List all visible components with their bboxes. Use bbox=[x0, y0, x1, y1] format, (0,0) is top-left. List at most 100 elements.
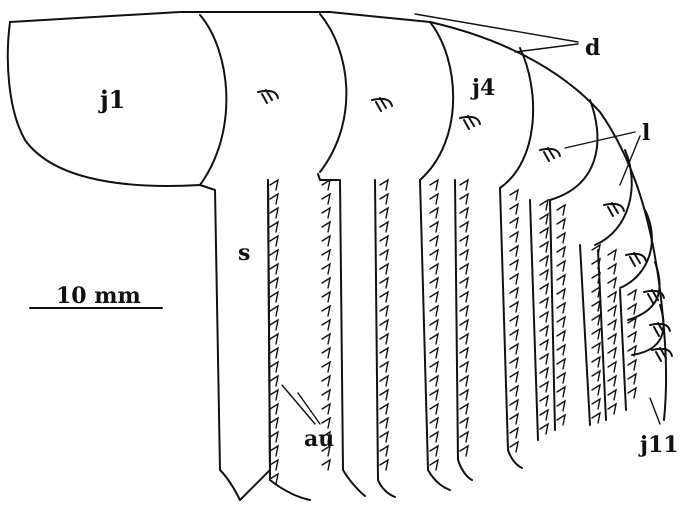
seta-tooth bbox=[430, 376, 438, 386]
seta-tooth bbox=[460, 334, 468, 344]
hook-mark bbox=[604, 203, 624, 216]
seta-tooth bbox=[460, 222, 468, 232]
seta-tooth bbox=[270, 236, 278, 246]
hook-mark bbox=[650, 323, 670, 336]
seta-tooth bbox=[380, 264, 388, 274]
seta-tooth bbox=[592, 357, 600, 367]
seta-tooth bbox=[608, 404, 616, 414]
seta-tooth bbox=[592, 329, 600, 339]
spur-s bbox=[200, 180, 270, 500]
seta-tooth bbox=[540, 256, 548, 266]
seta-tooth bbox=[430, 208, 438, 218]
seta-tooth bbox=[270, 292, 278, 302]
seta-tooth bbox=[430, 180, 438, 190]
leader-l-1 bbox=[565, 132, 635, 148]
seta-tooth bbox=[540, 312, 548, 322]
seta-tooth bbox=[557, 373, 565, 383]
seta-tooth bbox=[380, 418, 388, 428]
seta-tooth bbox=[322, 376, 330, 386]
seta-tooth bbox=[322, 278, 330, 288]
hook-marks bbox=[258, 90, 672, 361]
seta-tooth bbox=[557, 233, 565, 243]
seta-tooth bbox=[608, 250, 616, 260]
seta-tooth bbox=[380, 306, 388, 316]
limb-strip bbox=[268, 180, 310, 500]
seta-tooth bbox=[270, 376, 278, 386]
seta-tooth bbox=[540, 340, 548, 350]
seta-tooth bbox=[270, 208, 278, 218]
seta-tooth bbox=[608, 390, 616, 400]
seta-tooth bbox=[460, 390, 468, 400]
seta-tooth bbox=[430, 194, 438, 204]
seta-tooth bbox=[380, 222, 388, 232]
seta-tooth bbox=[270, 446, 278, 456]
seta-tooth bbox=[430, 222, 438, 232]
seta-tooth bbox=[628, 374, 636, 384]
seta-tooth bbox=[380, 208, 388, 218]
seta-tooth bbox=[380, 446, 388, 456]
seta-tooth bbox=[430, 460, 438, 470]
scale-bar-label: 10 mm bbox=[56, 283, 141, 309]
seta-tooth bbox=[608, 264, 616, 274]
seta-tooth bbox=[628, 388, 636, 398]
seta-tooth bbox=[380, 250, 388, 260]
seta-tooth bbox=[270, 404, 278, 414]
seta-tooth bbox=[540, 368, 548, 378]
seta-tooth bbox=[608, 278, 616, 288]
seta-tooth bbox=[270, 306, 278, 316]
seta-tooth bbox=[322, 264, 330, 274]
hook-mark bbox=[258, 90, 278, 103]
seta-tooth bbox=[460, 446, 468, 456]
seta-tooth bbox=[510, 204, 518, 214]
seta-tooth bbox=[460, 278, 468, 288]
seta-tooth bbox=[540, 326, 548, 336]
seta-tooth bbox=[557, 331, 565, 341]
seta-tooth bbox=[510, 414, 518, 424]
seta-tooth bbox=[557, 275, 565, 285]
seta-tooth bbox=[592, 385, 600, 395]
seta-tooth bbox=[608, 320, 616, 330]
seta-tooth bbox=[557, 303, 565, 313]
limb-strip bbox=[375, 180, 395, 497]
label-s: s bbox=[238, 240, 250, 266]
seta-tooth bbox=[628, 304, 636, 314]
seta-tooth bbox=[270, 390, 278, 400]
seta-tooth bbox=[430, 264, 438, 274]
seta-tooth bbox=[380, 404, 388, 414]
seta-tooth bbox=[380, 194, 388, 204]
seta-tooth bbox=[460, 348, 468, 358]
seta-tooth bbox=[460, 264, 468, 274]
seta-tooth bbox=[540, 200, 548, 210]
seta-tooth bbox=[380, 460, 388, 470]
seta-tooth bbox=[510, 260, 518, 270]
seta-tooth bbox=[270, 460, 278, 470]
seta-tooth bbox=[380, 432, 388, 442]
seta-tooth bbox=[540, 284, 548, 294]
seta-tooth bbox=[628, 290, 636, 300]
seta-tooth bbox=[540, 424, 548, 434]
seta-tooth bbox=[322, 334, 330, 344]
seta-tooth bbox=[430, 306, 438, 316]
seta-tooth bbox=[460, 250, 468, 260]
seta-tooth bbox=[380, 390, 388, 400]
seta-tooth bbox=[592, 259, 600, 269]
hook-mark bbox=[626, 253, 646, 266]
seta-tooth bbox=[608, 362, 616, 372]
seta-tooth bbox=[510, 400, 518, 410]
seta-tooth bbox=[322, 460, 330, 470]
segment-boundary bbox=[420, 22, 453, 180]
seta-tooth bbox=[608, 306, 616, 316]
seta-tooth bbox=[540, 410, 548, 420]
seta-tooth bbox=[592, 343, 600, 353]
seta-tooth bbox=[557, 345, 565, 355]
hook-mark bbox=[540, 148, 560, 161]
label-d: d bbox=[585, 35, 600, 61]
seta-tooth bbox=[270, 320, 278, 330]
seta-tooth bbox=[460, 362, 468, 372]
seta-tooth bbox=[380, 334, 388, 344]
seta-tooth bbox=[322, 404, 330, 414]
seta-tooth bbox=[540, 228, 548, 238]
leader-l-2 bbox=[620, 136, 640, 185]
seta-tooth bbox=[270, 222, 278, 232]
seta-tooth bbox=[380, 376, 388, 386]
